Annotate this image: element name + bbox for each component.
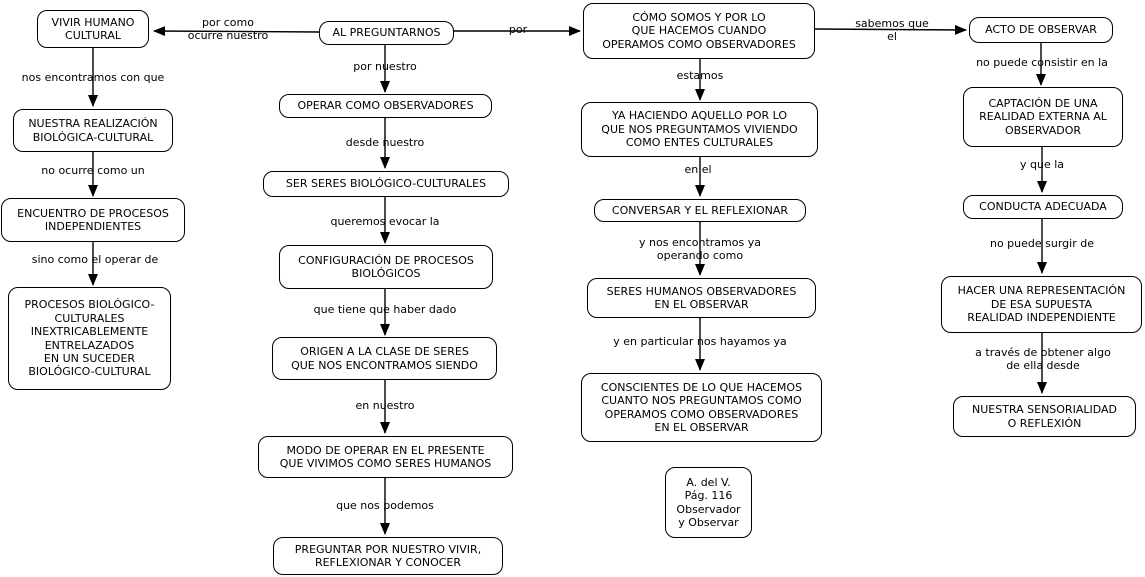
node-conscientes[interactable]: CONSCIENTES DE LO QUE HACEMOS CUANTO NOS…: [581, 373, 822, 442]
edge-label-estamos[interactable]: estamos: [676, 69, 724, 82]
node-nuestra-sensorialidad[interactable]: NUESTRA SENSORIALIDAD O REFLEXIÓN: [953, 396, 1136, 437]
edge-label-no-ocurre[interactable]: no ocurre como un: [41, 164, 145, 177]
node-ya-haciendo[interactable]: YA HACIENDO AQUELLO POR LO QUE NOS PREGU…: [581, 102, 818, 157]
node-acto-de-observar[interactable]: ACTO DE OBSERVAR: [969, 17, 1113, 43]
edge-label-por-nuestro[interactable]: por nuestro: [353, 60, 417, 73]
node-captacion-realidad[interactable]: CAPTACIÓN DE UNA REALIDAD EXTERNA AL OBS…: [963, 87, 1123, 147]
node-procesos-biologico-culturales[interactable]: PROCESOS BIOLÓGICO- CULTURALES INEXTRICA…: [8, 287, 171, 390]
node-como-somos[interactable]: CÓMO SOMOS Y POR LO QUE HACEMOS CUANDO O…: [583, 3, 815, 59]
arrow-comosomos-to-acto: [814, 24, 967, 35]
node-hacer-representacion[interactable]: HACER UNA REPRESENTACIÓN DE ESA SUPUESTA…: [941, 276, 1142, 333]
edge-label-desde-nuestro[interactable]: desde nuestro: [345, 136, 425, 149]
edge-label-en-nuestro[interactable]: en nuestro: [355, 399, 415, 412]
arrow-alpreguntarnos-to-vivir: [153, 26, 320, 37]
node-nuestra-realizacion[interactable]: NUESTRA REALIZACIÓN BIOLÓGICA-CULTURAL: [13, 109, 173, 152]
edge-label-en-el[interactable]: en el: [684, 163, 712, 176]
edge-label-sabemos[interactable]: sabemos que el: [855, 17, 929, 43]
edge-label-que-tiene[interactable]: que tiene que haber dado: [313, 303, 457, 316]
edge-label-que-nos-podemos[interactable]: que nos podemos: [336, 499, 434, 512]
edge-label-sino-como[interactable]: sino como el operar de: [31, 253, 159, 266]
node-citation[interactable]: A. del V. Pág. 116 Observador y Observar: [665, 467, 752, 538]
node-preguntar-por-vivir[interactable]: PREGUNTAR POR NUESTRO VIVIR, REFLEXIONAR…: [273, 537, 503, 575]
node-ser-seres-biologico-culturales[interactable]: SER SERES BIOLÓGICO-CULTURALES: [263, 171, 509, 197]
edge-label-no-puede-surgir[interactable]: no puede surgir de: [989, 237, 1094, 250]
edge-label-por-como[interactable]: por como ocurre nuestro: [187, 16, 269, 42]
node-modo-de-operar[interactable]: MODO DE OPERAR EN EL PRESENTE QUE VIVIMO…: [258, 436, 513, 478]
node-seres-humanos-observadores[interactable]: SERES HUMANOS OBSERVADORES EN EL OBSERVA…: [587, 278, 816, 318]
edge-label-nos-encontramos[interactable]: nos encontramos con que: [21, 71, 165, 84]
node-conversar-reflexionar[interactable]: CONVERSAR Y EL REFLEXIONAR: [594, 199, 806, 222]
edge-label-queremos[interactable]: queremos evocar la: [330, 215, 440, 228]
edge-label-y-que-la[interactable]: y que la: [1019, 158, 1065, 171]
edge-label-a-traves[interactable]: a través de obtener algo de ella desde: [975, 346, 1111, 372]
edge-label-y-nos[interactable]: y nos encontramos ya operando como: [639, 236, 761, 262]
edge-label-por[interactable]: por: [508, 23, 528, 36]
node-operar-como-observadores[interactable]: OPERAR COMO OBSERVADORES: [279, 94, 492, 118]
edge-label-no-puede-consistir[interactable]: no puede consistir en la: [976, 56, 1108, 69]
node-al-preguntarnos[interactable]: AL PREGUNTARNOS: [319, 21, 454, 45]
node-origen-clase-seres[interactable]: ORIGEN A LA CLASE DE SERES QUE NOS ENCON…: [272, 337, 497, 380]
node-encuentro-procesos[interactable]: ENCUENTRO DE PROCESOS INDEPENDIENTES: [1, 198, 185, 242]
edge-label-y-en-particular[interactable]: y en particular nos hayamos ya: [613, 335, 787, 348]
node-configuracion-procesos-biologicos[interactable]: CONFIGURACIÓN DE PROCESOS BIOLÓGICOS: [279, 245, 493, 289]
node-vivir-humano-cultural[interactable]: VIVIR HUMANO CULTURAL: [37, 10, 149, 48]
node-conducta-adecuada[interactable]: CONDUCTA ADECUADA: [963, 195, 1123, 219]
